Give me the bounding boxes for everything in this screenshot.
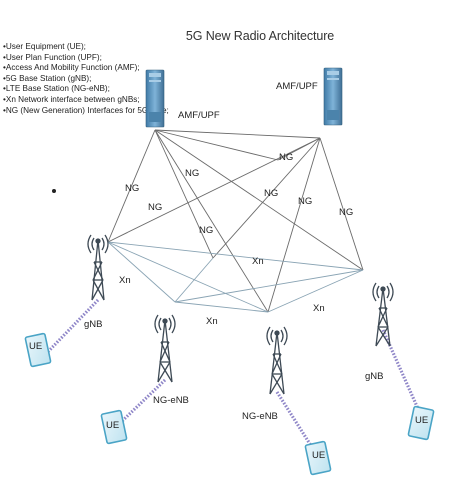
xn-label: Xn xyxy=(313,303,325,314)
ng-line xyxy=(154,129,279,161)
ue-device-icon xyxy=(24,332,52,368)
gnb-tower-icon xyxy=(87,234,109,301)
ng-label: NG xyxy=(148,202,163,213)
ng-label: NG xyxy=(339,207,354,218)
xn-line xyxy=(174,257,214,303)
legend-item-upf: •User Plan Function (UPF); xyxy=(3,52,102,62)
server-left-label: AMF/UPF xyxy=(178,110,220,121)
ng-line xyxy=(277,137,321,161)
ng-label: NG xyxy=(264,188,279,199)
legend-item-gnb: •5G Base Station (gNB); xyxy=(3,73,92,83)
xn-line xyxy=(107,241,176,303)
xn-line xyxy=(107,241,364,271)
legend-item-ngenb: •LTE Base Station (NG-eNB); xyxy=(3,84,110,94)
ngenb-1-label: NG-eNB xyxy=(153,395,189,406)
xn-label: Xn xyxy=(252,256,264,267)
legend-item-amf: •Access And Mobility Function (AMF); xyxy=(3,63,140,73)
xn-line xyxy=(174,269,364,303)
radio-link xyxy=(116,378,167,427)
xn-line xyxy=(174,301,269,313)
ngenb-tower-icon xyxy=(266,326,288,395)
xn-label: Xn xyxy=(119,275,131,286)
server-right xyxy=(323,67,343,126)
radio-link xyxy=(275,391,317,453)
ng-interface-lines xyxy=(107,129,364,313)
diagram-title: 5G New Radio Architecture xyxy=(185,29,335,43)
ue-label: UE xyxy=(312,450,326,461)
ng-line xyxy=(212,137,321,259)
ng-label: NG xyxy=(185,168,200,179)
ue-device-icon xyxy=(304,440,332,476)
ng-line xyxy=(267,137,321,313)
legend-item-xn: •Xn Network interface between gNBs; xyxy=(3,94,140,104)
gnb-right-label: gNB xyxy=(365,371,384,382)
ng-line xyxy=(107,137,321,243)
ngenb-tower-icon xyxy=(154,314,176,383)
ng-label: NG xyxy=(279,152,294,163)
bullet-dot xyxy=(52,189,56,193)
server-right-label: AMF/UPF xyxy=(276,81,318,92)
xn-line xyxy=(107,241,269,313)
ng-line xyxy=(154,129,214,259)
ue-label: UE xyxy=(415,415,429,426)
ng-label: NG xyxy=(125,183,140,194)
ng-line xyxy=(154,129,364,271)
ue-label: UE xyxy=(106,420,120,431)
gnb-tower-icon xyxy=(372,282,394,347)
gnb-left-label: gNB xyxy=(84,319,103,330)
ng-label: NG xyxy=(199,225,214,236)
server-left xyxy=(145,69,165,128)
ue-device-icon xyxy=(100,409,128,445)
ng-label: NG xyxy=(298,196,313,207)
ng-line xyxy=(107,129,156,243)
xn-interface-lines xyxy=(107,241,364,313)
ngenb-2-label: NG-eNB xyxy=(242,411,278,422)
ng-line xyxy=(154,129,269,313)
ng-line xyxy=(319,137,364,271)
xn-line xyxy=(267,269,364,313)
legend-item-ue: •User Equipment (UE); xyxy=(3,42,86,51)
ue-device-icon xyxy=(407,405,435,441)
ng-line xyxy=(154,129,321,139)
legend-item-ng: •NG (New Generation) Interfaces for 5G c… xyxy=(3,105,169,115)
legend-list: •User Equipment (UE); •User Plan Functio… xyxy=(3,42,169,116)
xn-label: Xn xyxy=(206,316,218,327)
ue-label: UE xyxy=(29,341,43,352)
radio-link xyxy=(38,298,100,362)
